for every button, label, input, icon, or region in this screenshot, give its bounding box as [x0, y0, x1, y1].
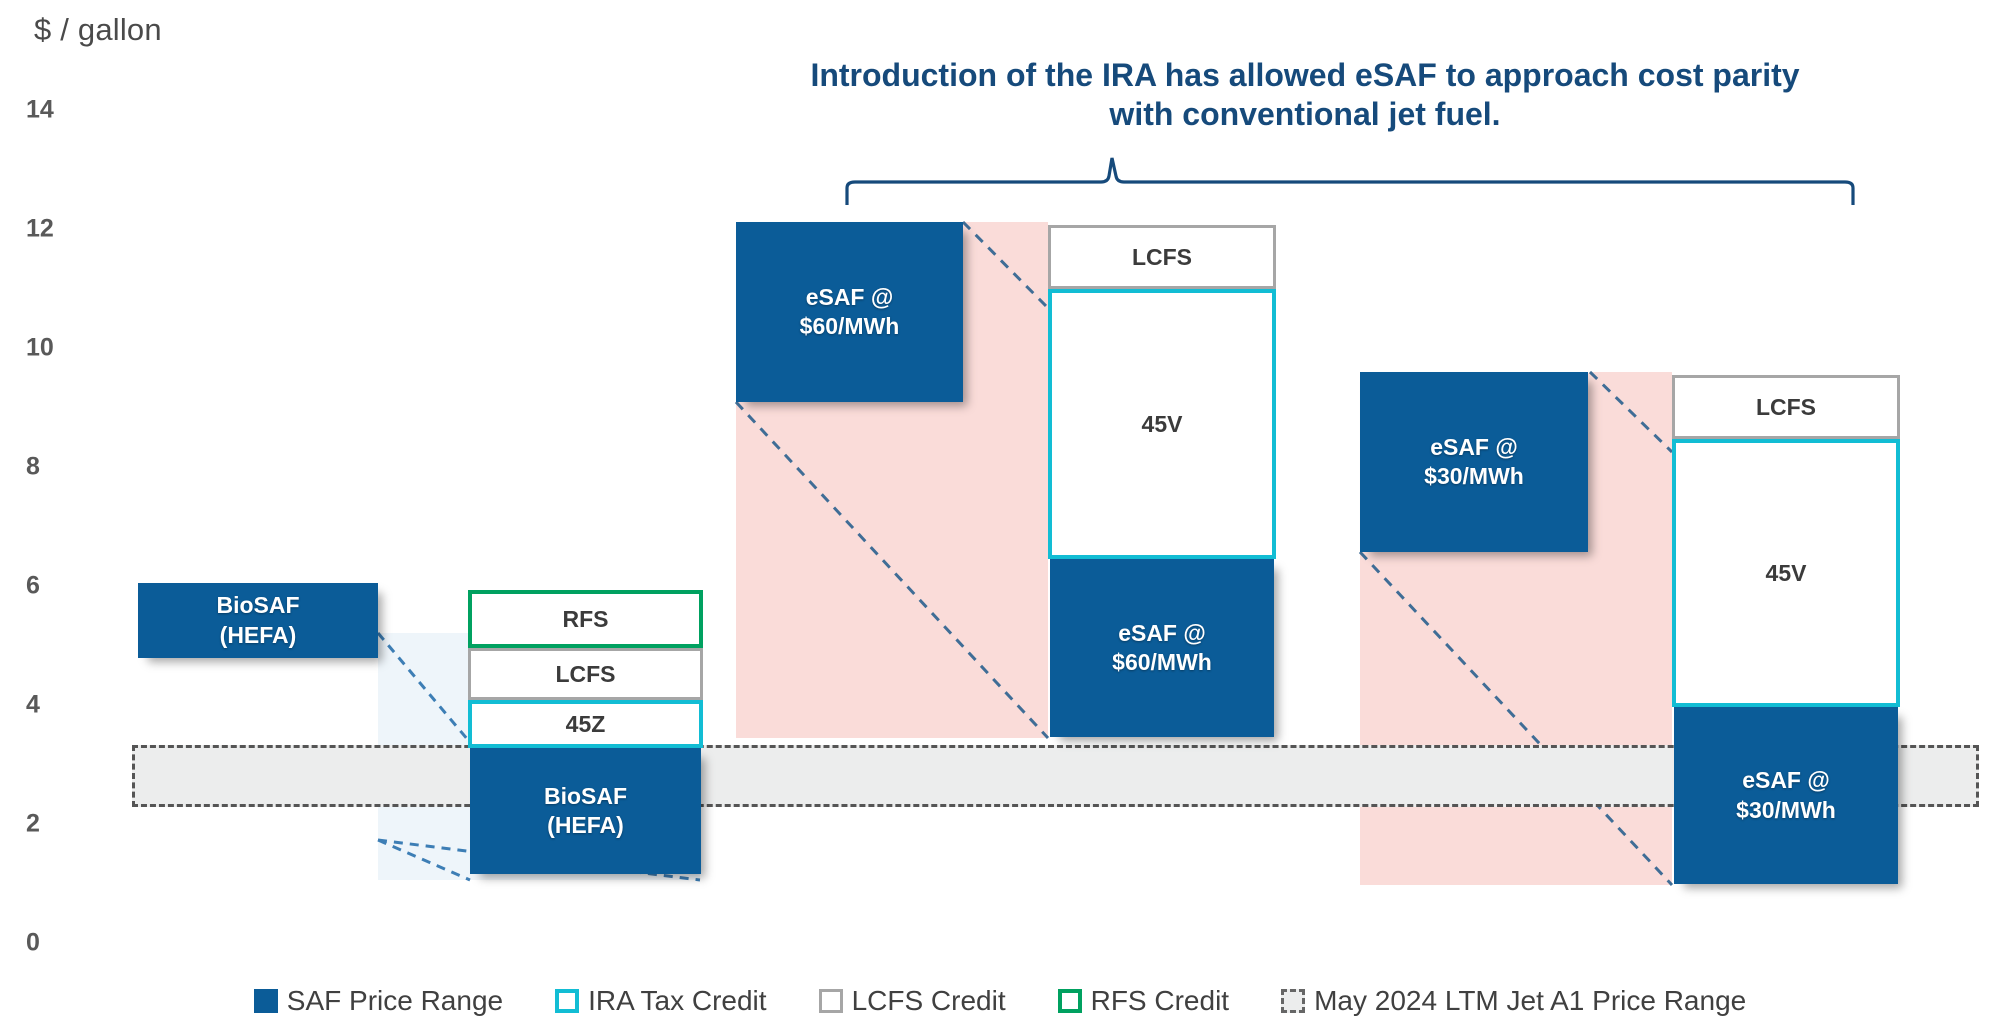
bar-lcfs-credit-2[interactable]: LCFS [1048, 225, 1276, 289]
legend-label-jet-a1-price-range: May 2024 LTM Jet A1 Price Range [1314, 985, 1747, 1016]
legend-label-lcfs-credit: LCFS Credit [851, 985, 1006, 1016]
bar-biosaf-net[interactable]: BioSAF (HEFA) [470, 748, 701, 874]
legend-item-rfs-credit[interactable]: RFS Credit [1057, 985, 1230, 1017]
bar-45v-credit-1[interactable]: 45V [1048, 289, 1276, 559]
ytick-8: 8 [26, 452, 40, 481]
lcfs-credit-swatch-icon [818, 989, 843, 1013]
jet-a1-price-band [132, 745, 1979, 807]
ytick-12: 12 [26, 214, 54, 243]
ytick-6: 6 [26, 571, 40, 600]
bar-rfs-credit[interactable]: RFS [468, 590, 703, 648]
ira-tax-credit-swatch-icon [555, 989, 580, 1013]
guide-esaf30-bottom [1358, 550, 1674, 887]
legend-item-ira-tax-credit[interactable]: IRA Tax Credit [555, 985, 767, 1017]
ytick-14: 14 [26, 95, 54, 124]
ytick-4: 4 [26, 690, 40, 719]
bar-lcfs-credit-3[interactable]: LCFS [1672, 375, 1900, 439]
bar-45v-credit-2[interactable]: 45V [1672, 439, 1900, 707]
legend-item-saf-price-range[interactable]: SAF Price Range [253, 985, 504, 1017]
bar-45v-2-label: 45V [1765, 559, 1807, 586]
headline-bracket [845, 157, 1855, 205]
bar-esaf30-net-label: eSAF @ $30/MWh [1736, 767, 1836, 823]
bar-esaf30-gross[interactable]: eSAF @ $30/MWh [1360, 372, 1588, 552]
ytick-10: 10 [26, 333, 54, 362]
legend-item-jet-a1-price-range[interactable]: May 2024 LTM Jet A1 Price Range [1281, 985, 1746, 1017]
connector-esaf60 [963, 222, 1048, 740]
bar-esaf60-gross-label: eSAF @ $60/MWh [799, 283, 900, 339]
chart-headline: Introduction of the IRA has allowed eSAF… [810, 57, 1800, 133]
bar-lcfs-2-label: LCFS [1131, 243, 1193, 270]
legend-label-saf-price-range: SAF Price Range [286, 985, 504, 1016]
bar-45z-credit[interactable]: 45Z [468, 700, 703, 748]
ytick-0: 0 [26, 928, 40, 957]
bar-45v-1-label: 45V [1141, 410, 1183, 437]
guide-biosaf-bottom [377, 838, 471, 882]
guide-esaf30-top [1588, 370, 1674, 454]
ytick-2: 2 [26, 809, 40, 838]
bar-lcfs-1-label: LCFS [555, 660, 616, 687]
bar-biosaf-gross[interactable]: BioSAF (HEFA) [138, 583, 378, 658]
bar-esaf30-net[interactable]: eSAF @ $30/MWh [1674, 707, 1898, 884]
bar-esaf60-net-label: eSAF @ $60/MWh [1112, 619, 1212, 675]
legend-label-rfs-credit: RFS Credit [1090, 985, 1230, 1016]
bar-esaf60-net[interactable]: eSAF @ $60/MWh [1050, 559, 1274, 737]
bar-rfs-label: RFS [562, 605, 609, 632]
legend-label-ira-tax-credit: IRA Tax Credit [588, 985, 767, 1016]
chart-legend: SAF Price Range IRA Tax Credit LCFS Cred… [0, 985, 2000, 1017]
bar-biosaf-gross-label: BioSAF (HEFA) [216, 592, 300, 648]
legend-item-lcfs-credit[interactable]: LCFS Credit [818, 985, 1006, 1017]
bar-biosaf-net-label: BioSAF (HEFA) [543, 782, 628, 838]
axis-unit-label: $ / gallon [34, 12, 162, 47]
rfs-credit-swatch-icon [1057, 989, 1082, 1013]
saf-price-range-swatch-icon [253, 989, 278, 1013]
jet-a1-price-range-swatch-icon [1281, 989, 1306, 1013]
guide-esaf60-bottom [734, 400, 1050, 740]
guide-esaf60-top [961, 220, 1050, 310]
bar-45z-label: 45Z [565, 710, 606, 737]
bar-lcfs-credit-1[interactable]: LCFS [468, 648, 703, 700]
bar-lcfs-3-label: LCFS [1755, 393, 1817, 420]
bar-esaf30-gross-label: eSAF @ $30/MWh [1424, 433, 1524, 489]
guide-biosaf-top [376, 632, 470, 741]
bar-esaf60-gross[interactable]: eSAF @ $60/MWh [736, 222, 963, 402]
